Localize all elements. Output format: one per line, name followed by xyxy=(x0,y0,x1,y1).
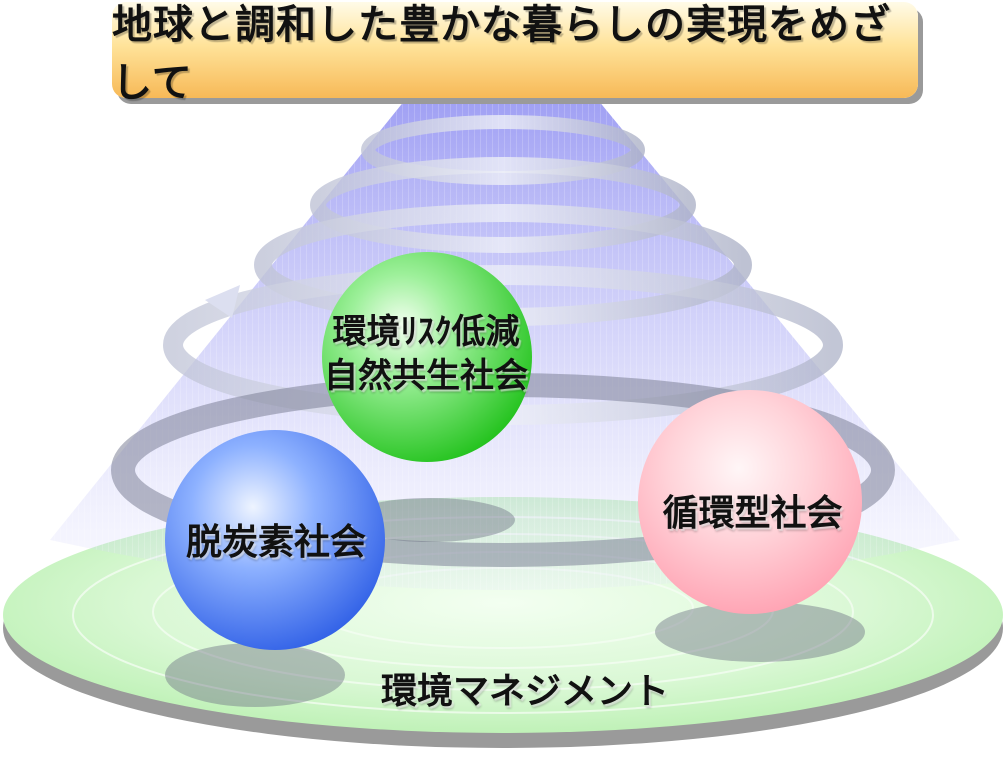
page-title: 地球と調和した豊かな暮らしの実現をめざして xyxy=(112,2,891,106)
sphere-nature xyxy=(322,252,532,462)
sphere-circular xyxy=(638,390,862,614)
base-label: 環境マネジメント xyxy=(380,671,669,712)
title-box: 地球と調和した豊かな暮らしの実現をめざして xyxy=(112,2,918,106)
carbon-sphere-label: 脱炭素社会 xyxy=(185,522,366,563)
circular-sphere-label: 循環型社会 xyxy=(662,493,843,534)
sphere-carbon xyxy=(165,430,385,650)
spiral-rings xyxy=(111,115,895,567)
nature-label-line2: 自然共生社会 xyxy=(324,356,528,396)
sphere-shadows xyxy=(165,498,865,707)
nature-sphere-label: 環境ﾘｽｸ低減 自然共生社会 xyxy=(296,310,556,398)
nature-label-line1: 環境ﾘｽｸ低減 xyxy=(332,312,520,352)
